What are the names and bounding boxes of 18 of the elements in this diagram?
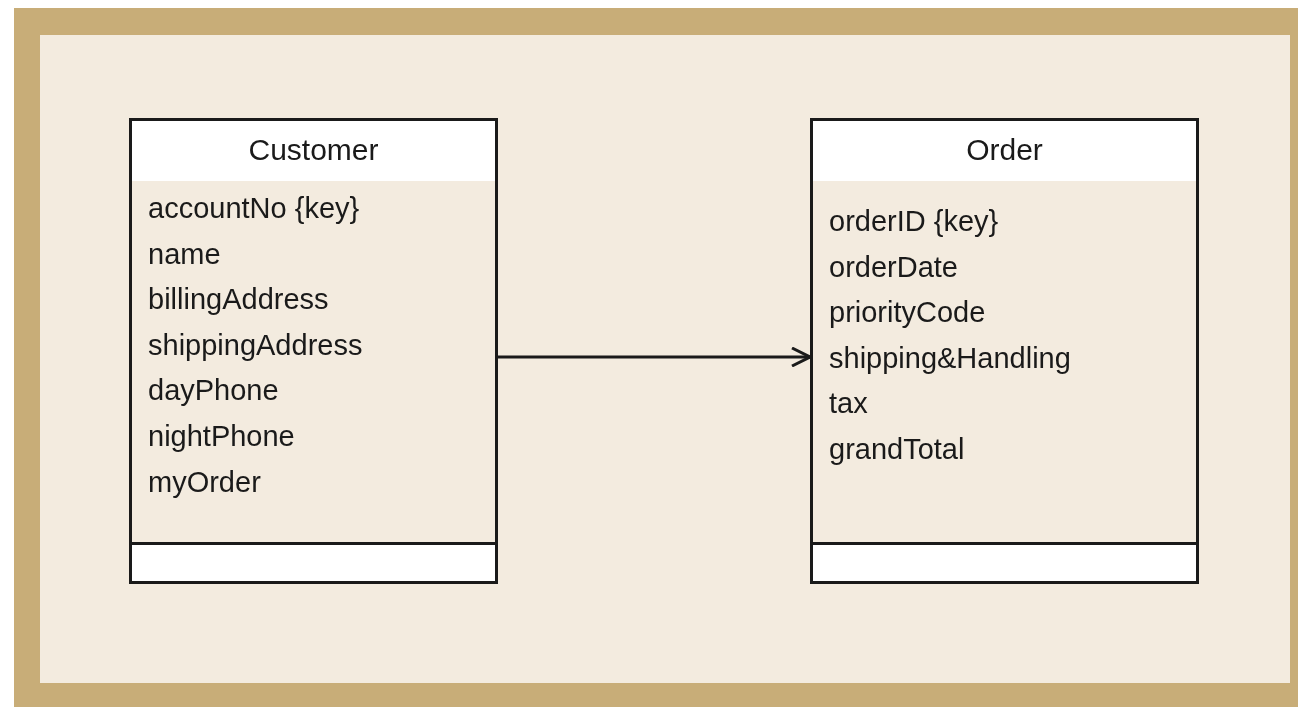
attribute-name: accountNo {key}	[148, 191, 360, 225]
class-name: Order	[965, 133, 1044, 167]
attribute-name: shippingAddress	[148, 327, 363, 362]
attribute-name: billingAddress	[148, 282, 329, 317]
class-name: Customer	[247, 133, 380, 167]
attribute-name: shipping&Handling	[829, 340, 1071, 375]
attribute-name: myOrder	[148, 464, 261, 499]
attribute-name: nightPhone	[148, 419, 295, 453]
attribute-name: dayPhone	[148, 373, 279, 408]
association-arrow	[498, 346, 812, 368]
attribute-name: orderID {key}	[829, 204, 999, 238]
class-box	[129, 118, 498, 584]
class-box	[810, 118, 1199, 584]
attribute-name: tax	[829, 386, 868, 421]
attribute-name: name	[148, 236, 221, 271]
attribute-name: orderDate	[829, 249, 958, 284]
attribute-name: grandTotal	[829, 432, 965, 466]
attribute-name: priorityCode	[829, 295, 986, 330]
